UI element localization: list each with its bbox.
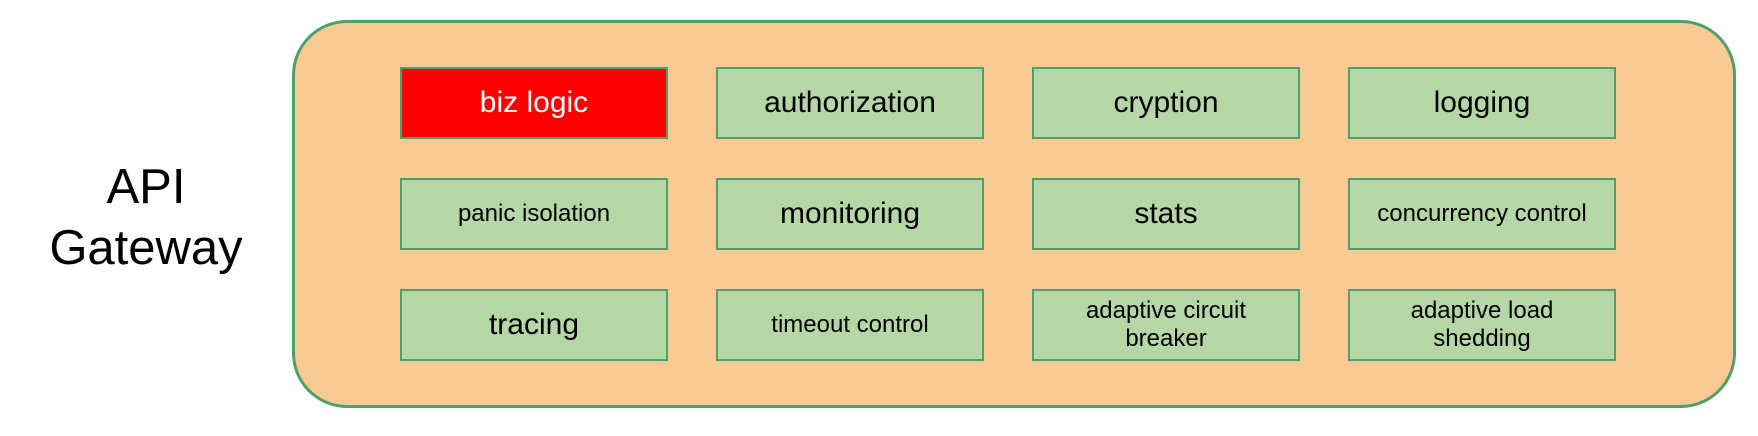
api-gateway-container: biz logic authorization cryption logging… — [292, 20, 1736, 408]
api-gateway-label: API Gateway — [0, 0, 292, 436]
module-box-concurrency-control: concurrency control — [1348, 178, 1616, 250]
module-box-cryption: cryption — [1032, 67, 1300, 139]
module-box-authorization: authorization — [716, 67, 984, 139]
api-gateway-label-line1: API — [106, 159, 186, 214]
module-box-stats: stats — [1032, 178, 1300, 250]
module-box-logging: logging — [1348, 67, 1616, 139]
module-box-biz-logic: biz logic — [400, 67, 668, 139]
module-box-monitoring: monitoring — [716, 178, 984, 250]
module-box-tracing: tracing — [400, 289, 668, 361]
module-box-adaptive-circuit-breaker: adaptive circuit breaker — [1032, 289, 1300, 361]
module-box-timeout-control: timeout control — [716, 289, 984, 361]
module-box-adaptive-load-shedding: adaptive load shedding — [1348, 289, 1616, 361]
module-grid: biz logic authorization cryption logging… — [400, 67, 1616, 361]
module-box-panic-isolation: panic isolation — [400, 178, 668, 250]
api-gateway-label-line2: Gateway — [49, 221, 243, 275]
